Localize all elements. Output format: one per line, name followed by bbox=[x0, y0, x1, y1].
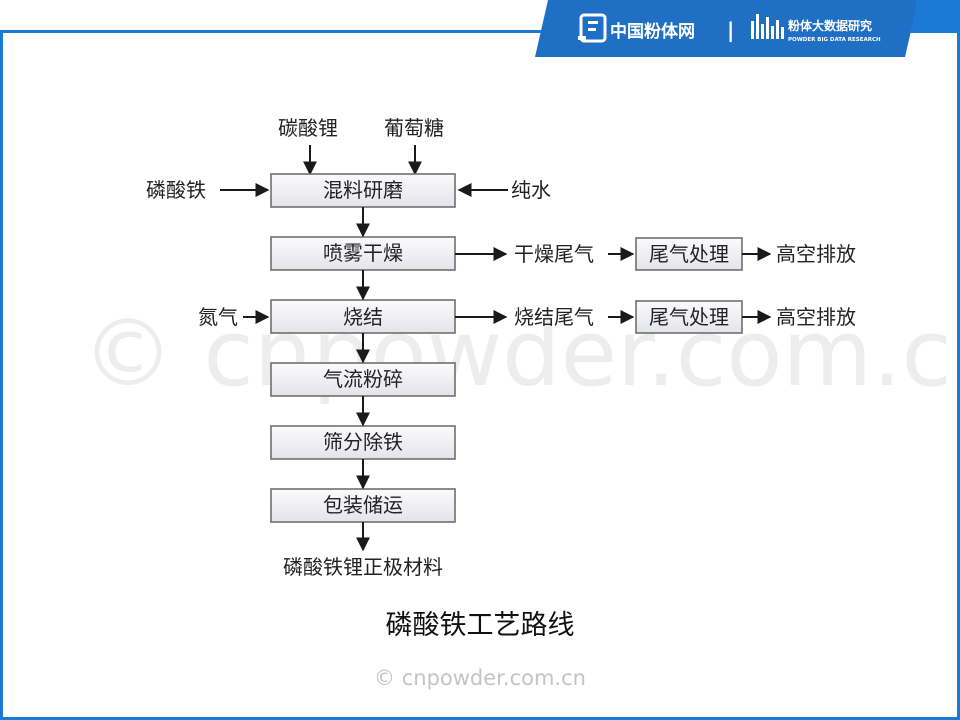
footer-copyright: © cnpowder.com.cn bbox=[374, 666, 586, 690]
watermark: © cnpowder.com.cn bbox=[82, 300, 960, 407]
process-step-spray-drying: 喷雾干燥 bbox=[270, 236, 456, 271]
input-nitrogen: 氮气 bbox=[198, 305, 238, 329]
branch-treatment: 尾气处理 bbox=[649, 305, 729, 329]
header-banner: 中国粉体网 | 粉体大数据研究 POWDER BIG DATA RESEARCH bbox=[535, 0, 960, 57]
process-step-sintering: 烧结 bbox=[270, 299, 456, 334]
research-subtitle: POWDER BIG DATA RESEARCH bbox=[788, 37, 881, 43]
output-product: 磷酸铁锂正极材料 bbox=[283, 555, 443, 579]
process-step-sieving: 筛分除铁 bbox=[270, 425, 456, 460]
step-label: 混料研磨 bbox=[323, 178, 403, 202]
input-pure-water: 纯水 bbox=[511, 178, 551, 202]
side-branch-sintering: 烧结尾气 尾气处理 高空排放 bbox=[455, 300, 856, 334]
step-label: 烧结 bbox=[343, 305, 383, 329]
step-label: 筛分除铁 bbox=[323, 430, 403, 454]
page-frame bbox=[0, 30, 960, 720]
input-glucose: 葡萄糖 bbox=[384, 116, 444, 140]
bar-chart-logo-icon bbox=[751, 14, 784, 39]
side-branch-drying: 干燥尾气 尾气处理 高空排放 bbox=[455, 237, 856, 271]
process-step-mixing: 混料研磨 bbox=[270, 173, 456, 208]
diagram-caption: 磷酸铁工艺路线 bbox=[386, 610, 575, 641]
brand-divider: | bbox=[727, 18, 734, 42]
input-lithium-carbonate: 碳酸锂 bbox=[278, 116, 338, 140]
branch-exhaust: 高空排放 bbox=[776, 305, 856, 329]
step-label: 包装储运 bbox=[323, 493, 403, 517]
process-step-jet-milling: 气流粉碎 bbox=[270, 362, 456, 397]
brand-logo-icon bbox=[578, 13, 607, 43]
step-label: 气流粉碎 bbox=[323, 367, 403, 391]
research-name: 粉体大数据研究 bbox=[788, 18, 872, 33]
brand-name: 中国粉体网 bbox=[610, 21, 695, 42]
branch-treatment: 尾气处理 bbox=[649, 242, 729, 266]
process-step-packaging: 包装储运 bbox=[270, 488, 456, 523]
branch-gas: 烧结尾气 bbox=[514, 305, 594, 329]
input-iron-phosphate: 磷酸铁 bbox=[146, 178, 206, 202]
step-label: 喷雾干燥 bbox=[323, 241, 403, 265]
branch-exhaust: 高空排放 bbox=[776, 242, 856, 266]
branch-gas: 干燥尾气 bbox=[514, 242, 594, 266]
